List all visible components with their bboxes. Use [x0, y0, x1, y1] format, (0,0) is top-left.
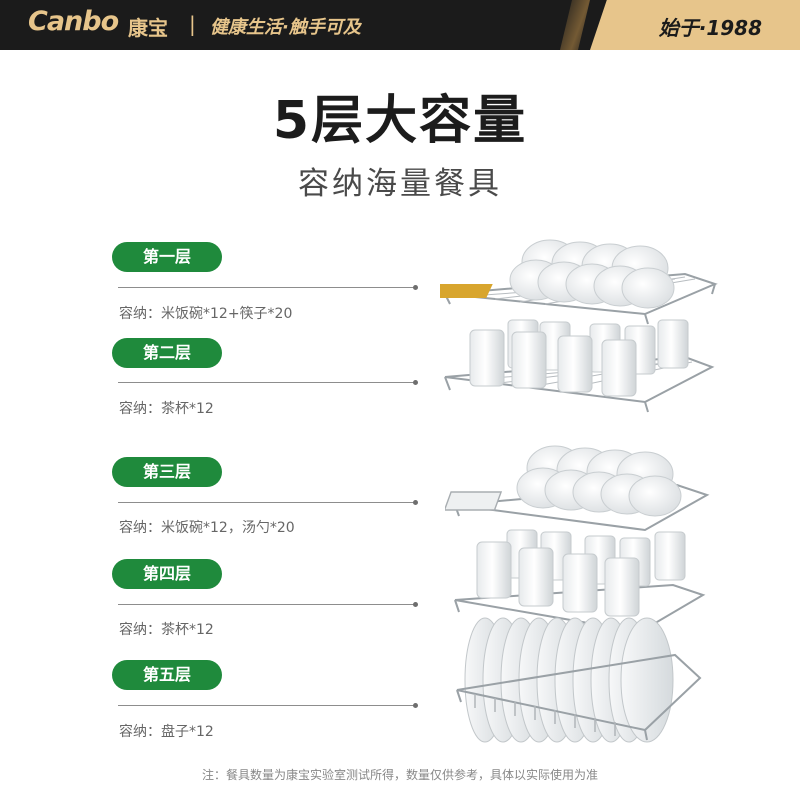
top-banner: Canbo 康宝 | 健康生活·触手可及 始于·1988	[0, 0, 800, 50]
layer-2-divider	[118, 382, 416, 383]
brand-since: 始于·1988	[658, 16, 762, 40]
page-title: 5层大容量	[272, 91, 528, 151]
layer-4-label: 第四层	[112, 559, 222, 589]
chopstick-holder	[440, 284, 493, 298]
cups-4	[476, 529, 686, 617]
brand-separator: |	[189, 12, 196, 36]
banner-stripe	[560, 0, 590, 50]
bowls-3	[516, 445, 682, 517]
layer-4-divider	[118, 604, 416, 605]
lower-rack-illustration	[445, 445, 710, 743]
brand-logo: Canbo	[28, 6, 119, 37]
layer-5-capacity: 容纳：盘子*12	[119, 724, 214, 740]
layer-5-label: 第五层	[112, 660, 222, 690]
layer-1-label: 第一层	[112, 242, 222, 272]
cups-1	[469, 319, 689, 397]
upper-rack-illustration	[440, 239, 718, 413]
layer-2-capacity: 容纳：茶杯*12	[119, 401, 214, 417]
page-subtitle: 容纳海量餐具	[298, 166, 502, 202]
layer-4-capacity: 容纳：茶杯*12	[119, 622, 214, 638]
layer-2-dot	[413, 380, 418, 385]
spoon-tray	[445, 491, 503, 511]
footnote: 注：餐具数量为康宝实验室测试所得，数量仅供参考，具体以实际使用为准	[201, 768, 598, 782]
bowls-1	[509, 239, 675, 309]
layer-5-dot	[413, 703, 418, 708]
plates-5	[464, 617, 674, 743]
layer-4-dot	[413, 602, 418, 607]
banner-gold-panel	[590, 0, 800, 50]
layer-2-label: 第二层	[112, 338, 222, 368]
layer-5-divider	[118, 705, 416, 706]
layer-1-capacity: 容纳：米饭碗*12+筷子*20	[119, 306, 293, 322]
layer-3-capacity: 容纳：米饭碗*12，汤勺*20	[119, 520, 295, 536]
layer-1-divider	[118, 287, 416, 288]
brand-name-cn: 康宝	[128, 16, 168, 40]
layer-3-dot	[413, 500, 418, 505]
rack-5	[456, 653, 702, 741]
layer-3-label: 第三层	[112, 457, 222, 487]
brand-slogan: 健康生活·触手可及	[210, 17, 361, 38]
layer-3-divider	[118, 502, 416, 503]
layer-1-dot	[413, 285, 418, 290]
